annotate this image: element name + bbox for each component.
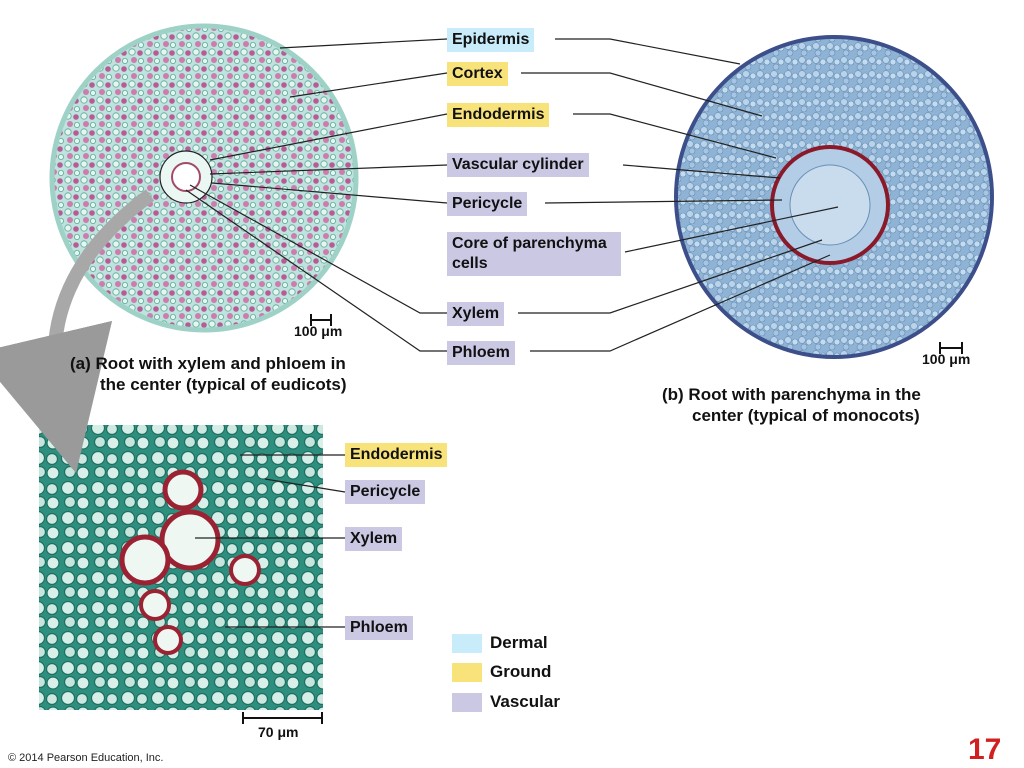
legend-vascular-text: Vascular	[490, 692, 560, 711]
detail-pericycle-label: Pericycle	[345, 480, 426, 504]
page-number: 17	[968, 733, 1002, 766]
legend-dermal: Dermal	[452, 633, 548, 653]
caption-a-line1: (a) Root with xylem and phloem in	[70, 354, 346, 373]
caption-a: (a) Root with xylem and phloem in the ce…	[70, 353, 347, 395]
endodermis-label: Endodermis	[447, 103, 550, 127]
copyright-notice: © 2014 Pearson Education, Inc.	[8, 752, 164, 764]
monocot-root-micrograph	[674, 35, 994, 359]
detail-phloem-label: Phloem	[345, 616, 413, 640]
legend-ground-text: Ground	[490, 662, 552, 681]
leader-lines-detail	[195, 454, 346, 628]
scale-b-text: 100 μm	[922, 351, 971, 367]
caption-b-line1: (b) Root with parenchyma in the	[662, 385, 921, 404]
caption-a-line2: the center (typical of eudicots)	[100, 375, 347, 394]
pericycle-label: Pericycle	[447, 192, 528, 216]
leader-lines-monocot	[518, 38, 839, 352]
vascular-detail-micrograph	[39, 425, 323, 710]
legend-ground-swatch	[452, 662, 482, 682]
legend-vascular-swatch	[452, 692, 482, 712]
legend-vascular: Vascular	[452, 692, 560, 712]
legend-dermal-swatch	[452, 633, 482, 653]
legend-dermal-text: Dermal	[490, 633, 548, 652]
zoom-arrow	[0, 189, 155, 474]
scale-a-text: 100 μm	[294, 323, 343, 339]
phloem-label: Phloem	[447, 341, 515, 365]
cortex-label: Cortex	[447, 62, 508, 86]
scale-detail-text: 70 μm	[258, 724, 299, 740]
detail-xylem-label: Xylem	[345, 527, 403, 551]
core-parenchyma-label: Core of parenchyma cells	[447, 232, 621, 276]
epidermis-label: Epidermis	[447, 28, 535, 52]
xylem-label: Xylem	[447, 302, 505, 326]
legend-ground: Ground	[452, 662, 551, 682]
scale-bars	[242, 314, 963, 724]
eudicot-root-micrograph	[49, 23, 359, 333]
detail-endodermis-label: Endodermis	[345, 443, 448, 467]
caption-b: (b) Root with parenchyma in the center (…	[662, 384, 921, 426]
leader-lines-eudicot	[185, 38, 449, 352]
vascular-cylinder-label: Vascular cylinder	[447, 153, 589, 177]
caption-b-line2: center (typical of monocots)	[692, 406, 920, 425]
